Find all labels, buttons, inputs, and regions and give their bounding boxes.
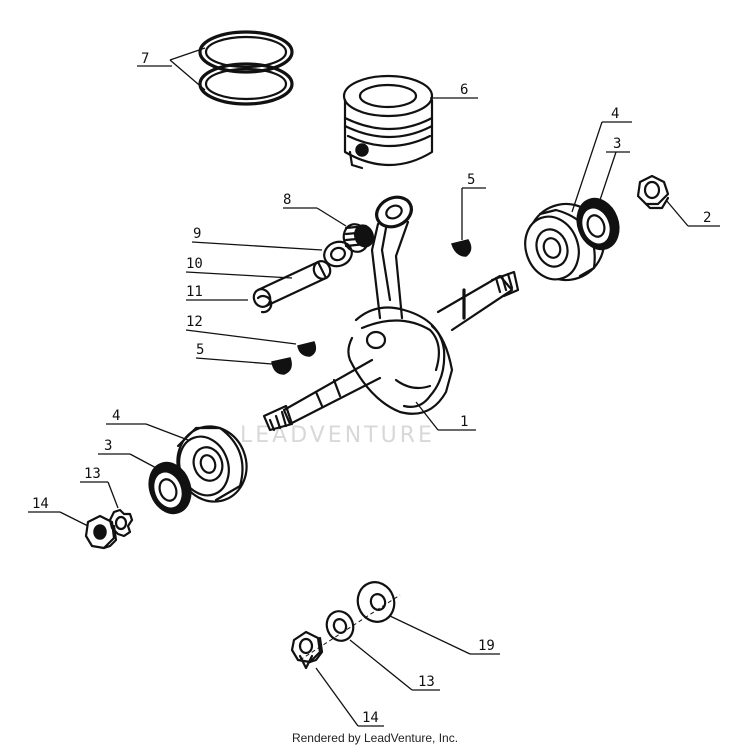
callout-11: 11 bbox=[186, 284, 203, 300]
lock-washer-bottom bbox=[325, 610, 355, 642]
callout-10: 10 bbox=[186, 256, 203, 272]
nut-upper bbox=[636, 174, 670, 210]
circlip bbox=[256, 295, 273, 314]
callout-4-upper: 4 bbox=[611, 106, 619, 122]
callout-13-left: 13 bbox=[84, 466, 101, 482]
woodruff-key-12 bbox=[297, 341, 317, 357]
callout-3-upper: 3 bbox=[613, 136, 621, 152]
callout-2: 2 bbox=[703, 210, 711, 226]
seal-lower bbox=[148, 461, 192, 515]
woodruff-key-upper bbox=[451, 239, 472, 257]
callout-3-lower: 3 bbox=[104, 438, 112, 454]
thrust-washer bbox=[323, 240, 353, 268]
woodruff-key-lower bbox=[271, 357, 292, 375]
piston-rings bbox=[198, 30, 294, 106]
callout-14-left: 14 bbox=[32, 496, 49, 512]
nut-left bbox=[84, 514, 118, 550]
callout-8: 8 bbox=[283, 192, 291, 208]
flat-washer-bottom bbox=[356, 581, 396, 623]
callout-9: 9 bbox=[193, 226, 201, 242]
seal-upper bbox=[576, 197, 620, 251]
callout-5-upper: 5 bbox=[467, 172, 475, 188]
piston bbox=[342, 74, 434, 170]
footer-credit: Rendered by LeadVenture, Inc. bbox=[291, 731, 459, 745]
callout-1: 1 bbox=[460, 414, 468, 430]
callout-14-bottom: 14 bbox=[362, 710, 379, 726]
callout-7: 7 bbox=[141, 51, 149, 67]
callout-19: 19 bbox=[478, 638, 495, 654]
bearing-upper bbox=[524, 202, 606, 282]
callout-12: 12 bbox=[186, 314, 203, 330]
callout-6: 6 bbox=[460, 82, 468, 98]
wrist-pin bbox=[252, 260, 332, 308]
crankshaft-assembly bbox=[262, 195, 520, 432]
callout-4-lower: 4 bbox=[112, 408, 120, 424]
nut-bottom bbox=[290, 630, 324, 670]
callout-13-bottom: 13 bbox=[418, 674, 435, 690]
callout-5-lower: 5 bbox=[196, 342, 204, 358]
